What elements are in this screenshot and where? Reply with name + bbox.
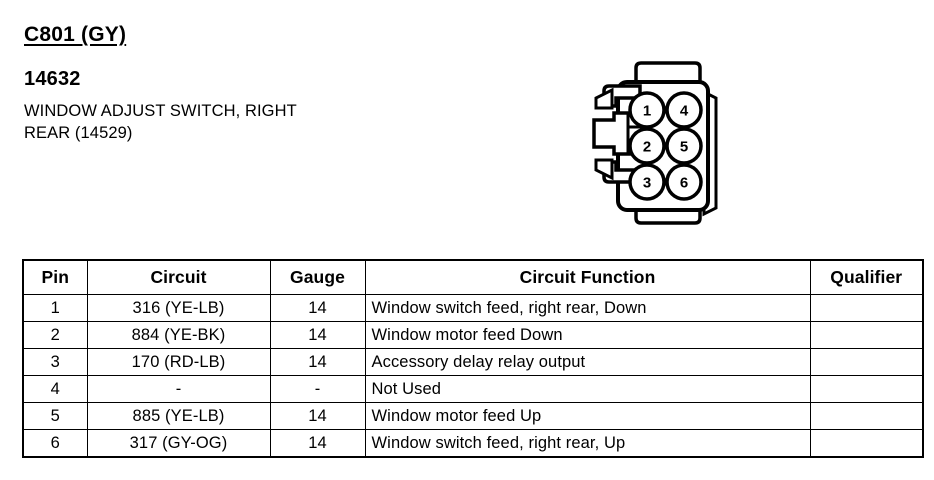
pin-cavity-2 [628,127,666,165]
cell-circuit: - [86,375,271,403]
pin-cavity-3 [628,163,666,201]
connector-lower-latch-inner [594,158,614,181]
cell-pin: 5 [22,402,88,430]
cell-gauge: - [269,375,366,403]
pin-label-6: 6 [680,175,688,192]
pin-label-5: 5 [680,139,688,156]
cell-pin: 1 [22,294,88,322]
cell-qualifier [809,321,924,349]
cell-circuit: 317 (GY-OG) [86,429,271,458]
pin-label-1: 1 [643,103,651,120]
pin-cavity-1 [628,91,666,129]
column-header-function: Circuit Function [364,259,811,295]
cell-function: Window switch feed, right rear, Down [364,294,811,322]
table-header-row: Pin Circuit Gauge Circuit Function Quali… [22,259,924,295]
cell-pin: 3 [22,348,88,376]
cell-gauge: 14 [269,294,366,322]
cell-gauge: 14 [269,321,366,349]
connector-diagram: 1 4 2 5 3 6 [592,58,772,233]
cell-function: Not Used [364,375,811,403]
cell-qualifier [809,402,924,430]
cell-qualifier [809,348,924,376]
cell-function: Accessory delay relay output [364,348,811,376]
cell-gauge: 14 [269,402,366,430]
connector-id-title: C801 (GY) [24,23,127,46]
cell-function: Window motor feed Down [364,321,811,349]
cell-qualifier [809,429,924,458]
cell-pin: 4 [22,375,88,403]
pin-cavity-5 [665,127,703,165]
pin-cavity-4 [665,91,703,129]
cell-pin: 6 [22,429,88,458]
cell-qualifier [809,294,924,322]
cell-circuit: 885 (YE-LB) [86,402,271,430]
cell-pin: 2 [22,321,88,349]
column-header-circuit: Circuit [86,259,271,295]
column-header-gauge: Gauge [269,259,366,295]
cell-circuit: 316 (YE-LB) [86,294,271,322]
cell-gauge: 14 [269,429,366,458]
pin-label-3: 3 [643,175,651,192]
pin-label-4: 4 [680,103,689,120]
part-description: WINDOW ADJUST SWITCH, RIGHT REAR (14529) [24,100,384,144]
cell-gauge: 14 [269,348,366,376]
pin-table: Pin Circuit Gauge Circuit Function Quali… [22,259,924,458]
pin-cavity-6 [665,163,703,201]
cell-qualifier [809,375,924,403]
column-header-pin: Pin [22,259,88,295]
cell-circuit: 884 (YE-BK) [86,321,271,349]
pin-label-2: 2 [643,139,651,156]
cell-function: Window motor feed Up [364,402,811,430]
column-header-qualifier: Qualifier [809,259,924,295]
part-number: 14632 [24,68,81,90]
part-description-line-2: REAR (14529) [24,124,133,142]
part-description-line-1: WINDOW ADJUST SWITCH, RIGHT [24,102,297,120]
table-row: 4--Not Used [22,375,924,403]
cell-circuit: 170 (RD-LB) [86,348,271,376]
connector-upper-latch-inner [594,87,614,110]
cell-function: Window switch feed, right rear, Up [364,429,811,458]
